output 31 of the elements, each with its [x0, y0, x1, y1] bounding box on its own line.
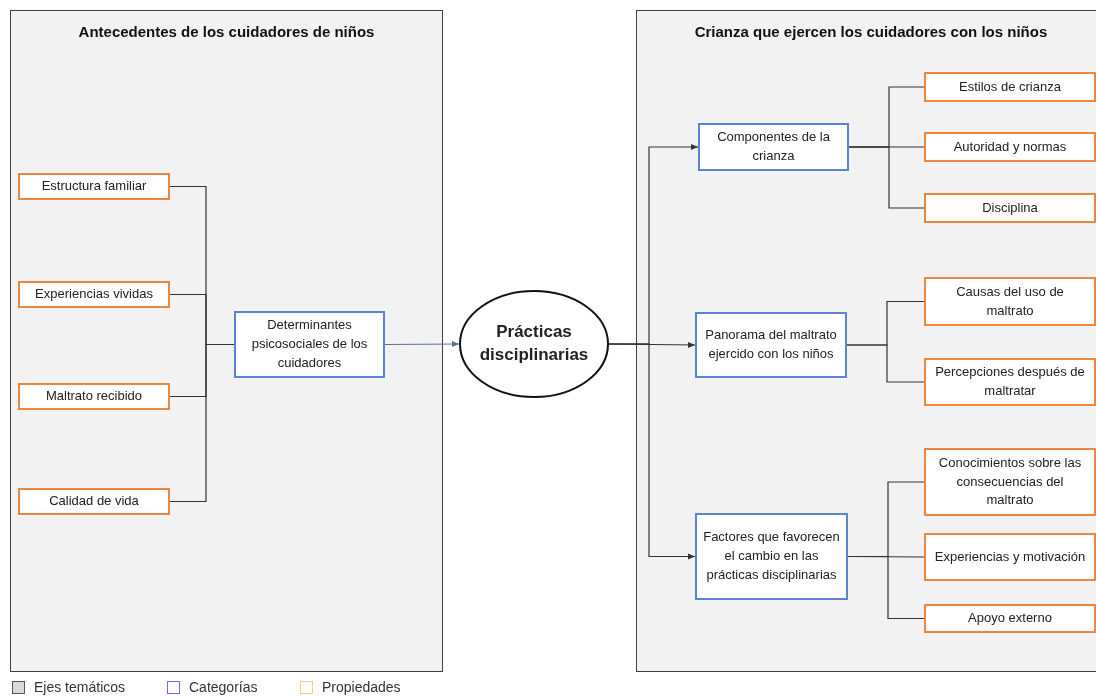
- property-box: Autoridad y normas: [924, 132, 1096, 162]
- property-box: Calidad de vida: [18, 488, 170, 515]
- property-box: Causas del uso de maltrato: [924, 277, 1096, 326]
- property-box: Experiencias vividas: [18, 281, 170, 308]
- legend-label: Propiedades: [322, 679, 401, 695]
- legend-label: Categorías: [189, 679, 258, 695]
- category-box: Componentes de la crianza: [698, 123, 849, 171]
- property-box: Conocimientos sobre las consecuencias del maltrato: [924, 448, 1096, 516]
- category-box: Panorama del maltrato ejercido con los niños: [695, 312, 847, 378]
- theme-panel: [636, 10, 1096, 672]
- property-box: Estilos de crianza: [924, 72, 1096, 102]
- connector: [848, 146, 925, 209]
- theme-panel: [10, 10, 443, 672]
- property-box: Percepciones después de maltratar: [924, 358, 1096, 406]
- central-ellipse: [459, 290, 609, 398]
- property-box: Maltrato recibido: [18, 383, 170, 410]
- legend-label: Ejes temáticos: [34, 679, 126, 695]
- connector: [846, 344, 925, 383]
- panel-title: Crianza que ejercen los cuidadores con los niños: [694, 22, 1048, 42]
- connector: [608, 343, 696, 560]
- property-box: Apoyo externo: [924, 604, 1096, 633]
- category-box: Factores que favorecen el cambio en las prácticas disciplinarias: [695, 513, 848, 600]
- connector: [169, 343, 235, 503]
- property-box: Experiencias y motivación: [924, 533, 1096, 581]
- connector: [384, 341, 460, 348]
- panel-title: Antecedentes de los cuidadores de niños: [78, 22, 375, 42]
- property-box: Estructura familiar: [18, 173, 170, 200]
- category-box: Determinantes psicosociales de los cuidadores: [234, 311, 385, 378]
- property-box: Disciplina: [924, 193, 1096, 223]
- connector: [847, 555, 925, 620]
- node-label: Prácticas disciplinarias: [479, 321, 589, 366]
